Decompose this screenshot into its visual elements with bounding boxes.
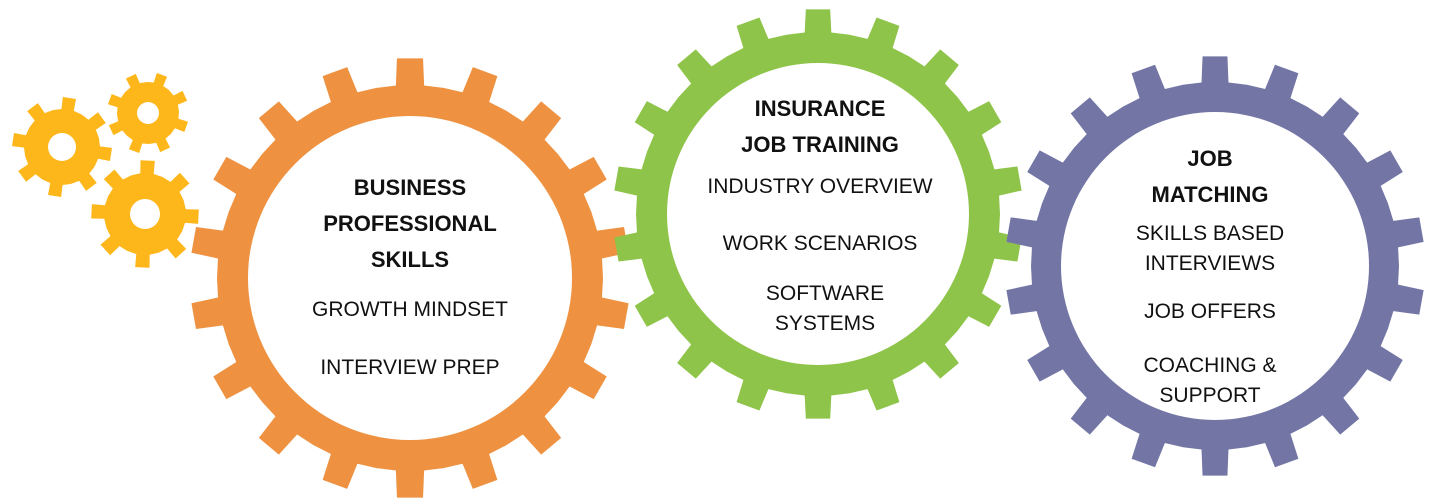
job-matching-item: SKILLS BASED INTERVIEWS xyxy=(1135,222,1285,275)
insurance-training-gear-icon xyxy=(614,9,1022,419)
business-skills-gear-icon xyxy=(191,58,629,498)
insurance-training-item: SOFTWARE SYSTEMS xyxy=(765,282,885,335)
insurance-training-title: INSURANCE JOB TRAINING xyxy=(741,96,899,157)
insurance-training-item: INDUSTRY OVERVIEW xyxy=(707,175,933,198)
insurance-training-item: WORK SCENARIOS xyxy=(722,232,918,255)
job-matching-item: JOB OFFERS xyxy=(1144,300,1276,323)
small-gear-icon xyxy=(91,160,199,268)
small-gear-icon xyxy=(107,72,189,154)
small-gear-icon xyxy=(12,97,112,197)
small-gears-cluster-icon xyxy=(12,72,199,268)
business-skills-item: GROWTH MINDSET xyxy=(312,298,508,321)
job-matching-title: JOB MATCHING xyxy=(1151,146,1269,207)
job-matching-item: COACHING & SUPPORT xyxy=(1143,354,1277,407)
business-skills-title: BUSINESS PROFESSIONAL SKILLS xyxy=(323,175,497,272)
business-skills-item: INTERVIEW PREP xyxy=(320,356,500,379)
